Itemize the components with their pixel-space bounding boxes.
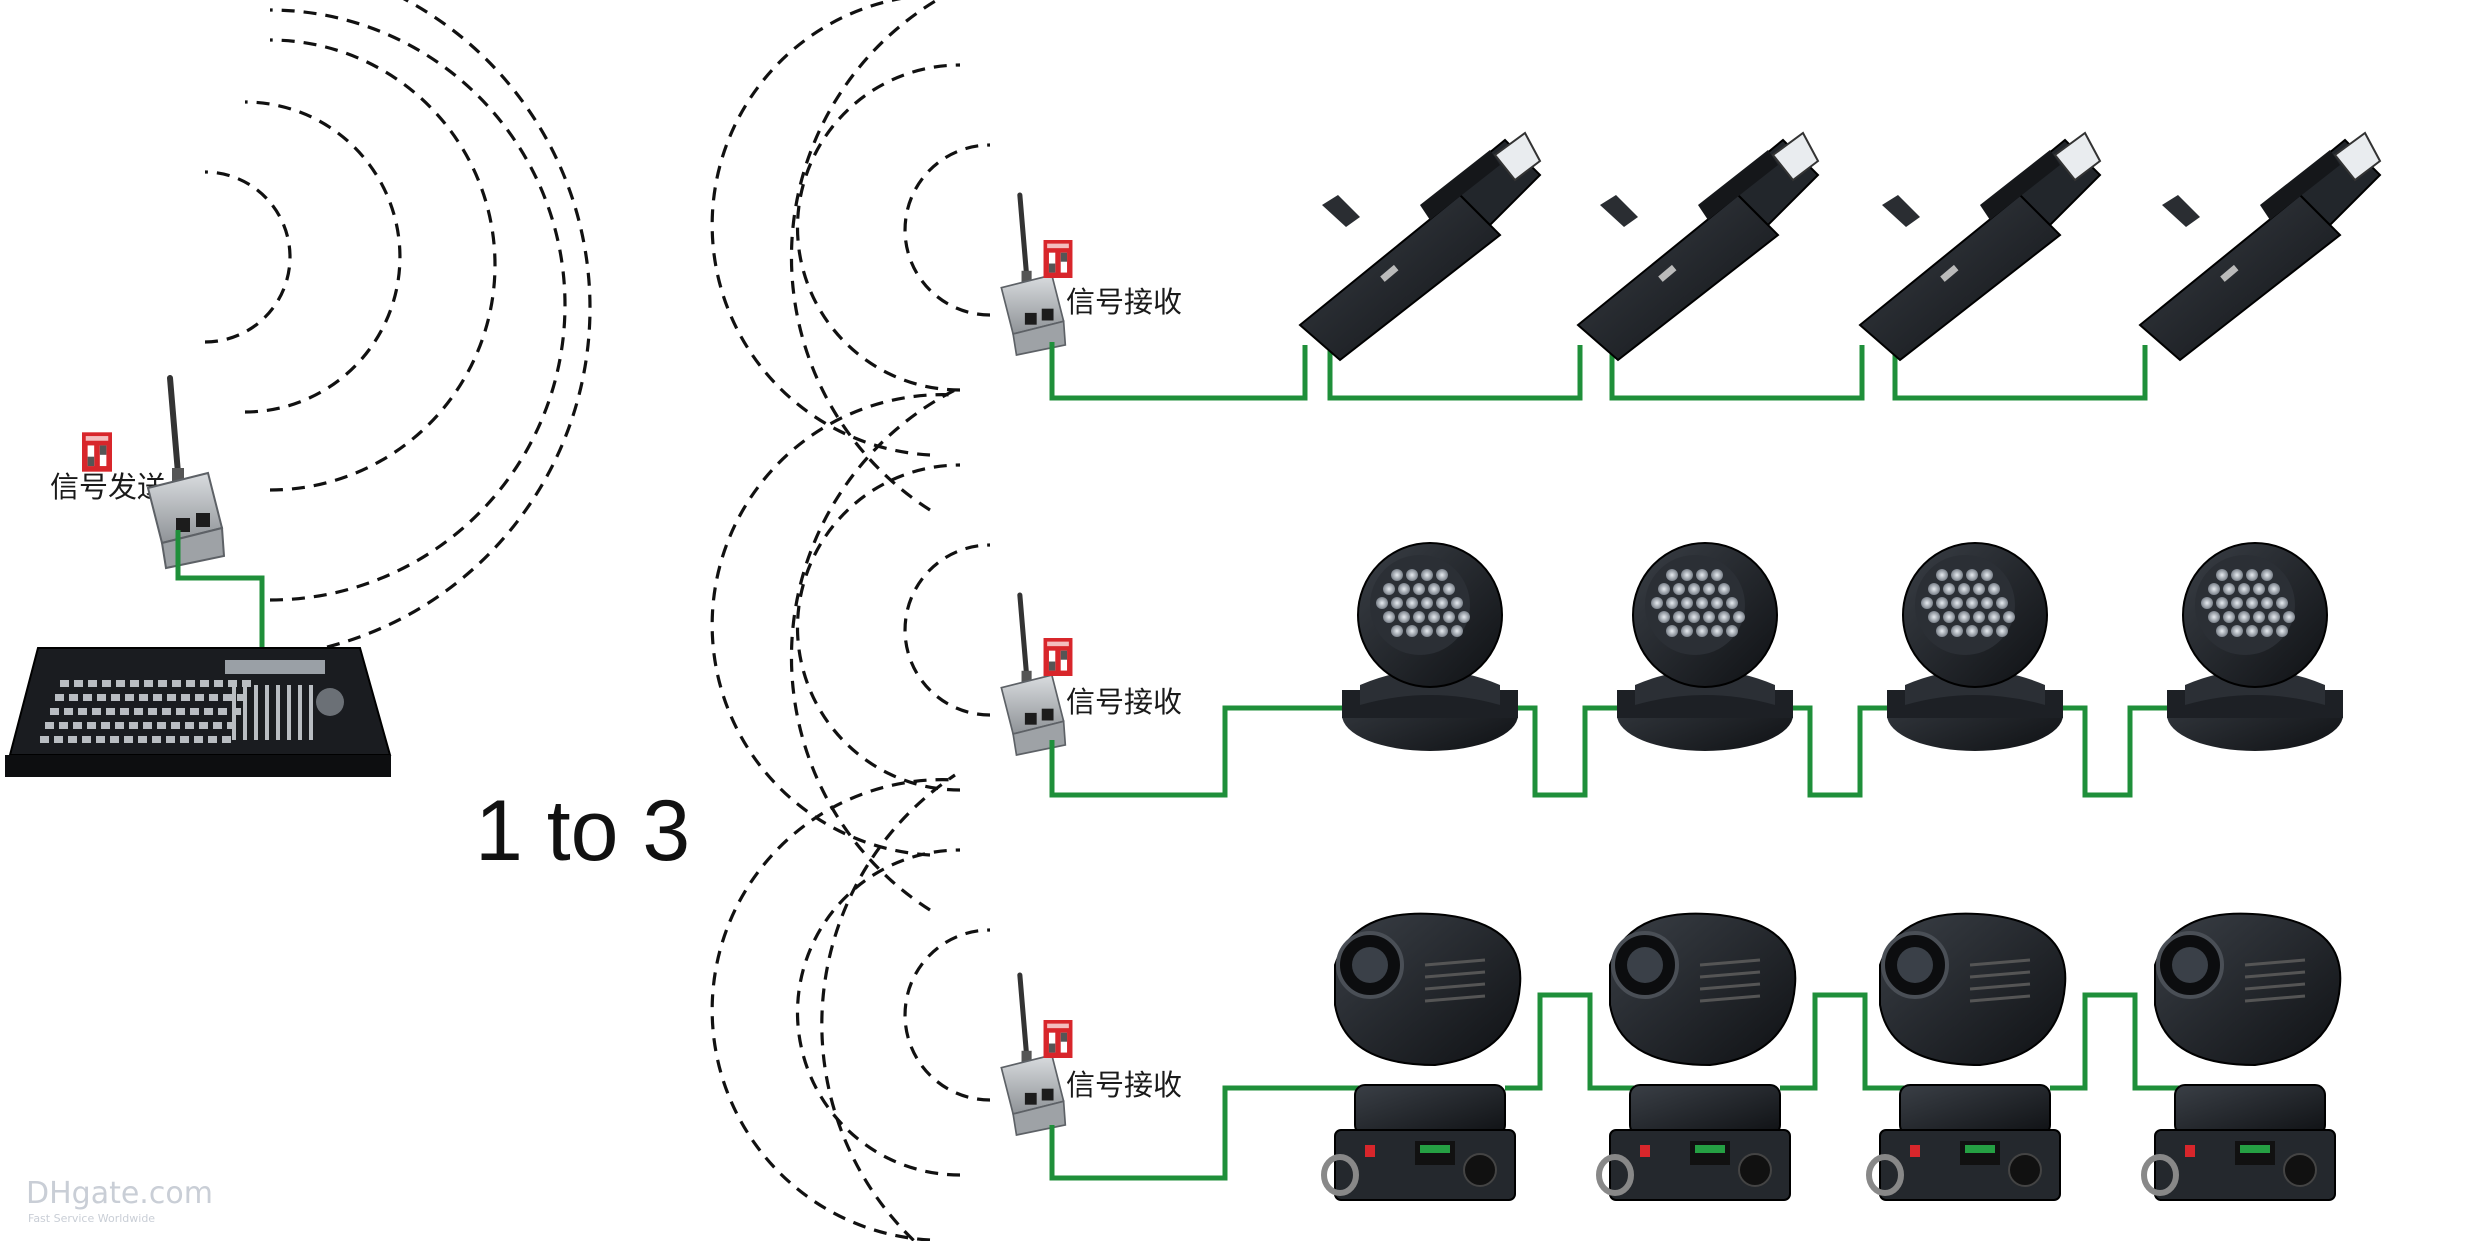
- cable-row-1: [1049, 342, 2148, 401]
- led-moving-head-icon: [1886, 542, 2064, 752]
- ratio-label: 1 to 3: [475, 783, 690, 879]
- dip-switch-icon: [1043, 638, 1073, 676]
- dip-switch-icon: [1043, 1020, 1073, 1058]
- scanner-light-icon: [1299, 132, 1541, 361]
- transmitter-group: 信号发送: [50, 378, 224, 568]
- scanner-light-icon: [1859, 132, 2101, 361]
- dip-switch-icon: [82, 432, 112, 472]
- led-moving-head-icon: [1616, 542, 1794, 752]
- receiver-row-scanners: 信号接收: [1001, 132, 2381, 401]
- moving-head-spot-icon: [1324, 914, 1520, 1200]
- receiver-label-1: 信号接收: [1066, 285, 1182, 319]
- receiver-label-2: 信号接收: [1066, 685, 1182, 719]
- led-moving-head-icon: [1341, 542, 1519, 752]
- dip-switch-icon: [1043, 240, 1073, 278]
- moving-head-spot-icon: [1869, 914, 2065, 1200]
- watermark: DHgate.com Fast Service Worldwide: [26, 1176, 213, 1225]
- cable-row-3: [1049, 992, 2180, 1181]
- receiver-waves-row-1: [710, 0, 991, 512]
- transmitter-label: 信号发送: [50, 470, 166, 504]
- watermark-main: DHgate.com: [26, 1176, 213, 1211]
- receiver-row-spots: 信号接收: [1001, 914, 2340, 1200]
- led-moving-head-icon: [2166, 542, 2344, 752]
- receiver-waves: [710, 0, 991, 1241]
- dmx-console-icon: [5, 647, 392, 777]
- scanner-light-icon: [2139, 132, 2381, 361]
- console-cable: [175, 530, 265, 648]
- receiver-label-3: 信号接收: [1066, 1068, 1182, 1102]
- moving-head-spot-icon: [1599, 914, 1795, 1200]
- receiver-waves-row-2: [710, 388, 991, 912]
- cable-row-2: [1049, 705, 2170, 798]
- moving-head-spot-icon: [2144, 914, 2340, 1200]
- receiver-row-led-heads: 信号接收: [1001, 542, 2344, 798]
- transmitter-waves: [204, 0, 592, 660]
- scanner-light-icon: [1577, 132, 1819, 361]
- receiver-waves-row-3: [710, 773, 991, 1241]
- watermark-sub: Fast Service Worldwide: [28, 1212, 155, 1225]
